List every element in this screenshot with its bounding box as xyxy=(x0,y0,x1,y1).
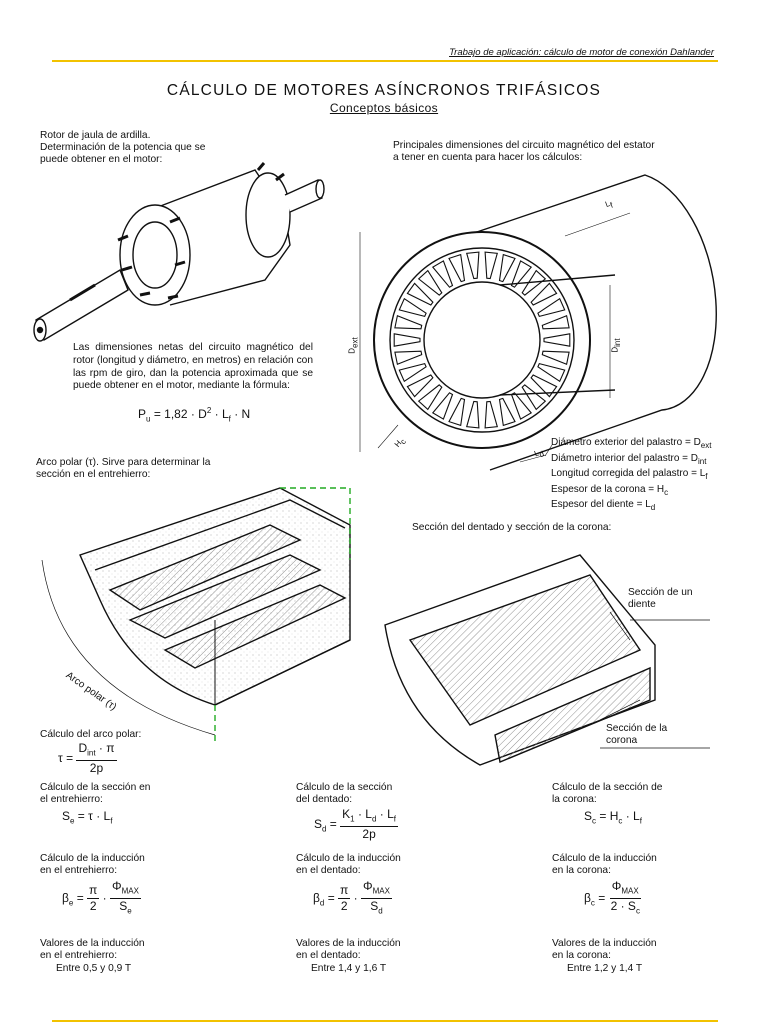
section-caption: Sección del dentado y sección de la coro… xyxy=(412,522,612,533)
col3-section-title: Cálculo de la sección de la corona: xyxy=(552,782,663,805)
crown-label: Sección de la corona xyxy=(606,723,668,746)
legend-hc: Espesor de la corona = Hc xyxy=(551,483,669,497)
polar-arc-drawing xyxy=(41,487,351,742)
header-rule xyxy=(52,60,718,62)
polar-caption: Arco polar (τ). Sirve para determinar la… xyxy=(36,457,211,480)
rotor-paragraph: Las dimensiones netas del circuito magné… xyxy=(73,342,313,392)
stator-slot xyxy=(530,282,558,306)
col1-induction-title: Cálculo de la inducción en el entrehierr… xyxy=(40,853,145,876)
col2-values: Entre 1,4 y 1,6 T xyxy=(311,963,387,974)
stator-slot xyxy=(406,282,434,306)
stator-slot xyxy=(541,350,570,366)
col1-values-title: Valores de la inducción en el entrehierr… xyxy=(40,938,145,961)
stator-slot xyxy=(417,269,443,296)
stator-slot xyxy=(448,253,466,283)
stator-slot xyxy=(406,374,434,398)
stator-slot xyxy=(543,333,571,347)
stator-drawing xyxy=(359,174,717,471)
stator-slot xyxy=(521,269,547,296)
rotor-caption: Rotor de jaula de ardilla. Determinación… xyxy=(40,130,206,165)
col3-section-formula: Sc = Hc · Lf xyxy=(584,809,642,826)
stator-slot xyxy=(393,333,421,347)
col2-induction-title: Cálculo de la inducción en el dentado: xyxy=(296,853,401,876)
stator-slot xyxy=(537,297,566,318)
stator-slot xyxy=(484,400,499,429)
col3-values-title: Valores de la inducción en la corona: xyxy=(552,938,657,961)
dim-dext: Dext xyxy=(347,337,360,354)
stator-legend: Diámetro exterior del palastro = Dext Di… xyxy=(551,437,711,515)
stator-slot xyxy=(394,314,423,330)
stator-caption: Principales dimensiones del circuito mag… xyxy=(393,140,655,163)
page-subtitle: Conceptos básicos xyxy=(329,101,439,115)
stator-slot xyxy=(394,350,423,366)
stator-slot xyxy=(498,397,516,427)
stator-slot xyxy=(398,297,427,318)
dim-dint: Dint xyxy=(610,338,623,353)
col1-values: Entre 0,5 y 0,9 T xyxy=(56,963,132,974)
stator-slot xyxy=(537,362,566,383)
col1-section-formula: Se = τ · Lf xyxy=(62,809,113,826)
stator-slot xyxy=(510,260,533,288)
rotor-drawing xyxy=(33,162,325,342)
power-formula: Pu = 1,82 · D2 · Lf · N xyxy=(138,406,251,424)
col1-section-title: Cálculo de la sección en el entrehierro: xyxy=(40,782,151,805)
col2-section-title: Cálculo de la sección del dentado: xyxy=(296,782,393,805)
col3-values: Entre 1,2 y 1,4 T xyxy=(567,963,643,974)
stator-slot xyxy=(530,374,558,398)
stator-slot xyxy=(465,400,480,429)
col2-values-title: Valores de la inducción en el dentado: xyxy=(296,938,401,961)
tooth-label: Sección de un diente xyxy=(628,587,693,610)
legend-lf: Longitud corregida del palastro = Lf xyxy=(551,468,708,481)
col3-induction-title: Cálculo de la inducción en la corona: xyxy=(552,853,657,876)
stator-slot xyxy=(521,384,547,411)
stator-slot xyxy=(431,392,454,420)
stator-slot xyxy=(398,362,427,383)
stator-slot xyxy=(448,397,466,427)
arc-formula-title: Cálculo del arco polar: xyxy=(40,729,142,740)
running-title: Trabajo de aplicación: cálculo de motor … xyxy=(449,47,714,58)
stator-slot xyxy=(417,384,443,411)
legend-dint: Diámetro interior del palastro = Dint xyxy=(551,452,707,466)
stator-slot xyxy=(498,253,516,283)
legend-ld: Espesor del diente = Ld xyxy=(551,499,656,512)
section-drawing xyxy=(384,554,710,766)
stator-slot xyxy=(431,260,454,288)
stator-slot xyxy=(484,251,499,280)
stator-slot xyxy=(465,251,480,280)
page-title: CÁLCULO DE MOTORES ASÍNCRONOS TRIFÁSICOS xyxy=(166,82,602,99)
stator-slot xyxy=(541,314,570,330)
legend-dext: Diámetro exterior del palastro = Dext xyxy=(551,437,712,450)
footer-rule xyxy=(52,1020,718,1022)
